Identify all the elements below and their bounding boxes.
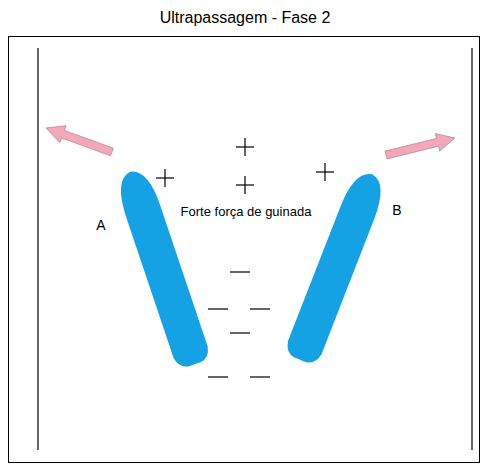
- diagram-title: Ultrapassagem - Fase 2: [160, 9, 331, 27]
- channel-bank: [471, 48, 472, 450]
- channel-bank: [37, 48, 38, 450]
- yaw-arrow: [46, 126, 113, 156]
- ship-hull: [113, 166, 212, 370]
- suction-minus: [208, 272, 270, 377]
- force-note: Forte força de guinada: [181, 205, 312, 220]
- pressure-plus: [156, 138, 334, 194]
- yaw-arrow: [385, 134, 455, 159]
- frame: [9, 37, 480, 463]
- ship-letter: A: [96, 217, 105, 233]
- ship-letter: B: [392, 202, 401, 218]
- ship-hull: [283, 168, 389, 366]
